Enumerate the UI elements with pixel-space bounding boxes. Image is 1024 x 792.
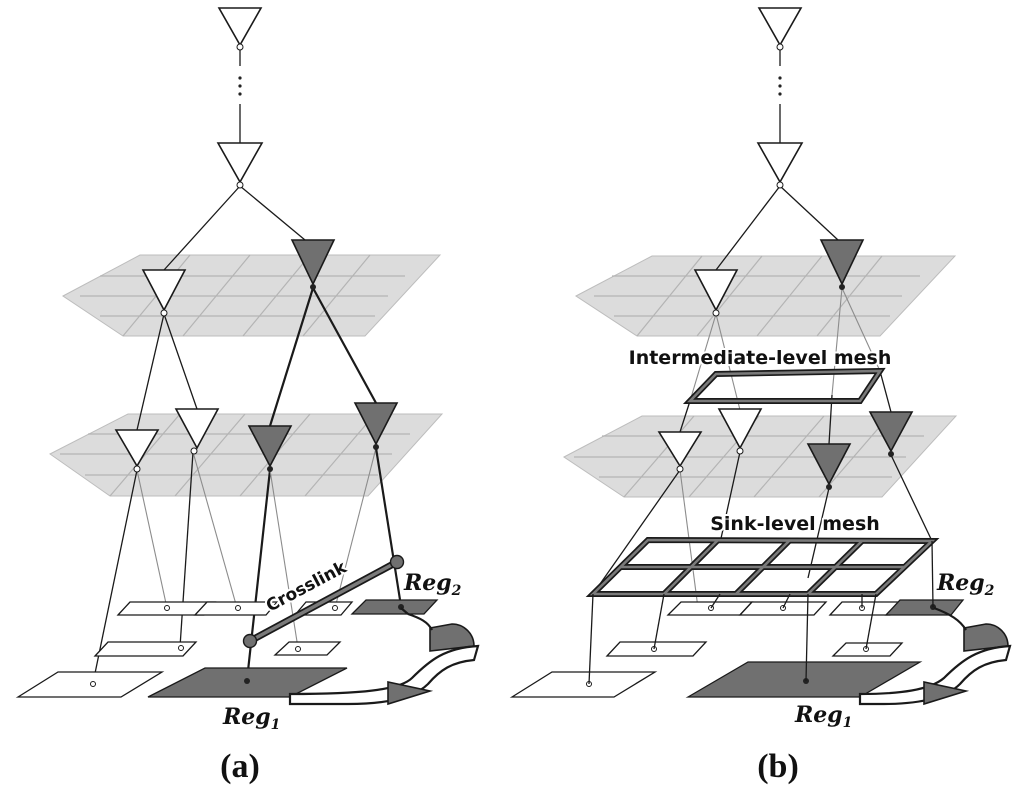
data-path-arrow [858,644,1012,706]
sink-pads [509,601,904,698]
tree-wires [592,185,933,609]
reg2-label: Reg2 [403,570,462,599]
reg1-label: Reg1 [794,702,852,731]
buffer-lower-dark-1 [806,443,852,490]
buffer-top [757,7,803,51]
buffer-lower-dark-2 [868,411,914,457]
logic-gate [933,606,1009,652]
buffer-lower-white-1 [114,429,160,473]
register-reg2-pad [350,599,439,615]
data-path-arrow [288,644,480,706]
buffer-upper-dark [290,239,336,290]
buffer-upper-dark [819,239,865,290]
sink-pads [15,601,354,698]
panel-b-label: (b) [757,748,799,785]
reg1-label: Reg1 [222,704,280,733]
intermediate-level-mesh [682,367,886,404]
panel-b: Intermediate-level mesh [509,7,1012,785]
reg2-label: Reg2 [936,570,995,599]
buffer-lower-dark-2 [353,402,399,450]
buffer-lower-white-1 [657,431,703,473]
buffer-upper-white [693,269,739,317]
sink-level-mesh [585,536,940,597]
panel-a-label: (a) [220,748,260,785]
intermediate-mesh-label: Intermediate-level mesh [629,347,892,369]
upper-layer-plane [575,255,957,337]
buffer-root [216,142,264,189]
mesh-to-sink-wires [588,540,934,685]
panel-a: Crosslink Reg1 Reg2 (a) [15,7,480,785]
sink-mesh-label: Sink-level mesh [710,513,880,535]
buffer-lower-white-2 [174,408,220,455]
register-reg2-pad [884,599,965,616]
register-reg1-pad [147,667,348,698]
register-reg1-pad [685,661,923,698]
logic-gate [400,607,475,652]
buffer-upper-white [141,269,187,317]
buffer-root [756,142,804,189]
trunk-wire [778,48,782,143]
buffer-lower-white-2 [717,408,763,455]
buffer-top [217,7,263,51]
trunk-wire [238,48,242,143]
buffer-lower-dark-1 [247,425,293,472]
upper-layer-plane [62,254,442,337]
crosslink-wire [242,554,405,649]
